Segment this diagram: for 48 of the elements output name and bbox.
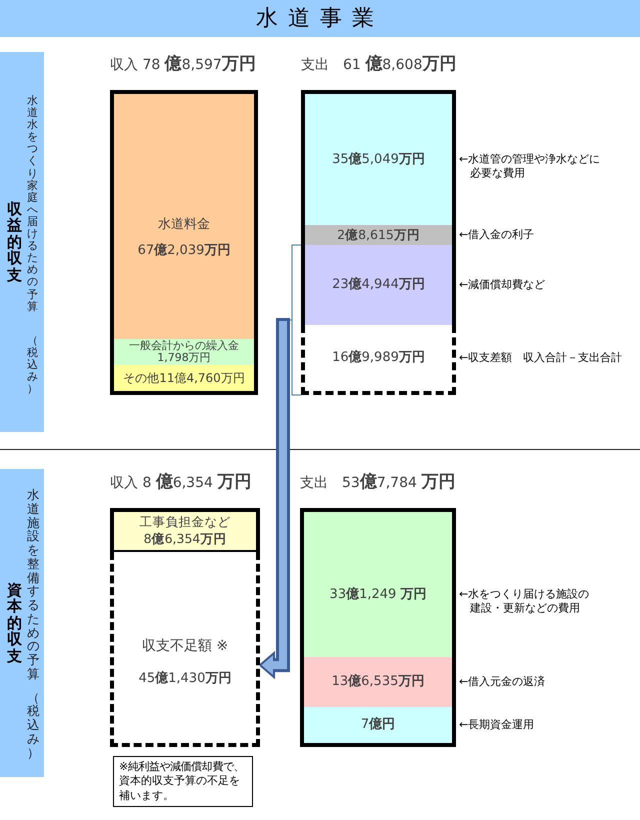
section-heading: 資本的収支 xyxy=(7,582,22,664)
bar-segment xyxy=(110,339,258,365)
annotation-text: ←借入元金の返済 xyxy=(459,674,546,690)
segment-label: 収支不足額 ※ xyxy=(142,637,228,656)
amount-label: 2億8,615万円 xyxy=(337,228,420,242)
annotation-text: ←収支差額 収入合計－支出合計 xyxy=(459,350,622,366)
amount-label: 16億9,989万円 xyxy=(332,348,425,368)
section-description: （税込み） xyxy=(27,690,40,760)
bar-segment xyxy=(110,508,260,552)
section-description: 水道施設を整備するための予算 xyxy=(27,488,40,680)
segment-label: 一般会計からの繰入金 xyxy=(129,340,239,352)
annotation-text: ←水道管の管理や浄水などに必要な費用 xyxy=(459,152,602,181)
amount-label: その他11億4,760万円 xyxy=(123,370,245,387)
bar-segment xyxy=(110,90,258,339)
section-band xyxy=(0,469,44,777)
hollow-arrow xyxy=(259,318,290,678)
bracket-line xyxy=(290,320,302,396)
stacked-bar xyxy=(110,52,258,395)
section-description: 水道水をつくり家庭へ届けるための予算 xyxy=(27,95,38,313)
annotation-text: ←借入金の利子 xyxy=(459,228,534,242)
amount-label: 67億2,039万円 xyxy=(138,242,230,260)
section-heading: 収益的収支 xyxy=(7,200,22,284)
amount-label: 8億6,354万円 xyxy=(144,531,226,548)
bracket-line xyxy=(290,244,302,320)
total-heading: 支出 61 億8,608万円 xyxy=(301,53,456,76)
amount-label: 45億1,430万円 xyxy=(138,670,232,688)
section-band xyxy=(0,52,44,432)
bar-segment xyxy=(110,365,258,395)
annotation-text: ←減価償却費など xyxy=(459,278,546,292)
amount-label: 35億5,049万円 xyxy=(332,150,425,169)
total-heading: 収入 78 億8,597万円 xyxy=(110,53,256,76)
amount-label: 13億6,535万円 xyxy=(332,672,424,692)
total-heading: 支出 53億7,784 万円 xyxy=(300,471,456,494)
amount-label: 33億1,249 万円 xyxy=(330,586,426,604)
annotation-text: ←長期資金運用 xyxy=(459,718,534,732)
note-box xyxy=(113,756,253,807)
annotation-text: ←水をつくり届ける施設の建設・更新などの費用 xyxy=(459,587,590,616)
stacked-bar xyxy=(110,470,260,747)
bar-segment xyxy=(110,552,260,747)
title-banner: 水道事業 xyxy=(0,0,640,37)
segment-label: 工事負担金など xyxy=(140,514,230,531)
amount-label: 7億円 xyxy=(360,716,396,734)
segment-label: 水道料金 xyxy=(158,216,210,234)
section-description: （税込み） xyxy=(27,334,38,396)
total-heading: 収入 8 億6,354 万円 xyxy=(110,471,252,494)
amount-label: 1,798万円 xyxy=(157,352,211,364)
amount-label: 23億4,944万円 xyxy=(332,276,425,294)
footnote-text: ※純利益や減価償却費で、資本的収支予算の不足を補います。 xyxy=(119,760,245,803)
